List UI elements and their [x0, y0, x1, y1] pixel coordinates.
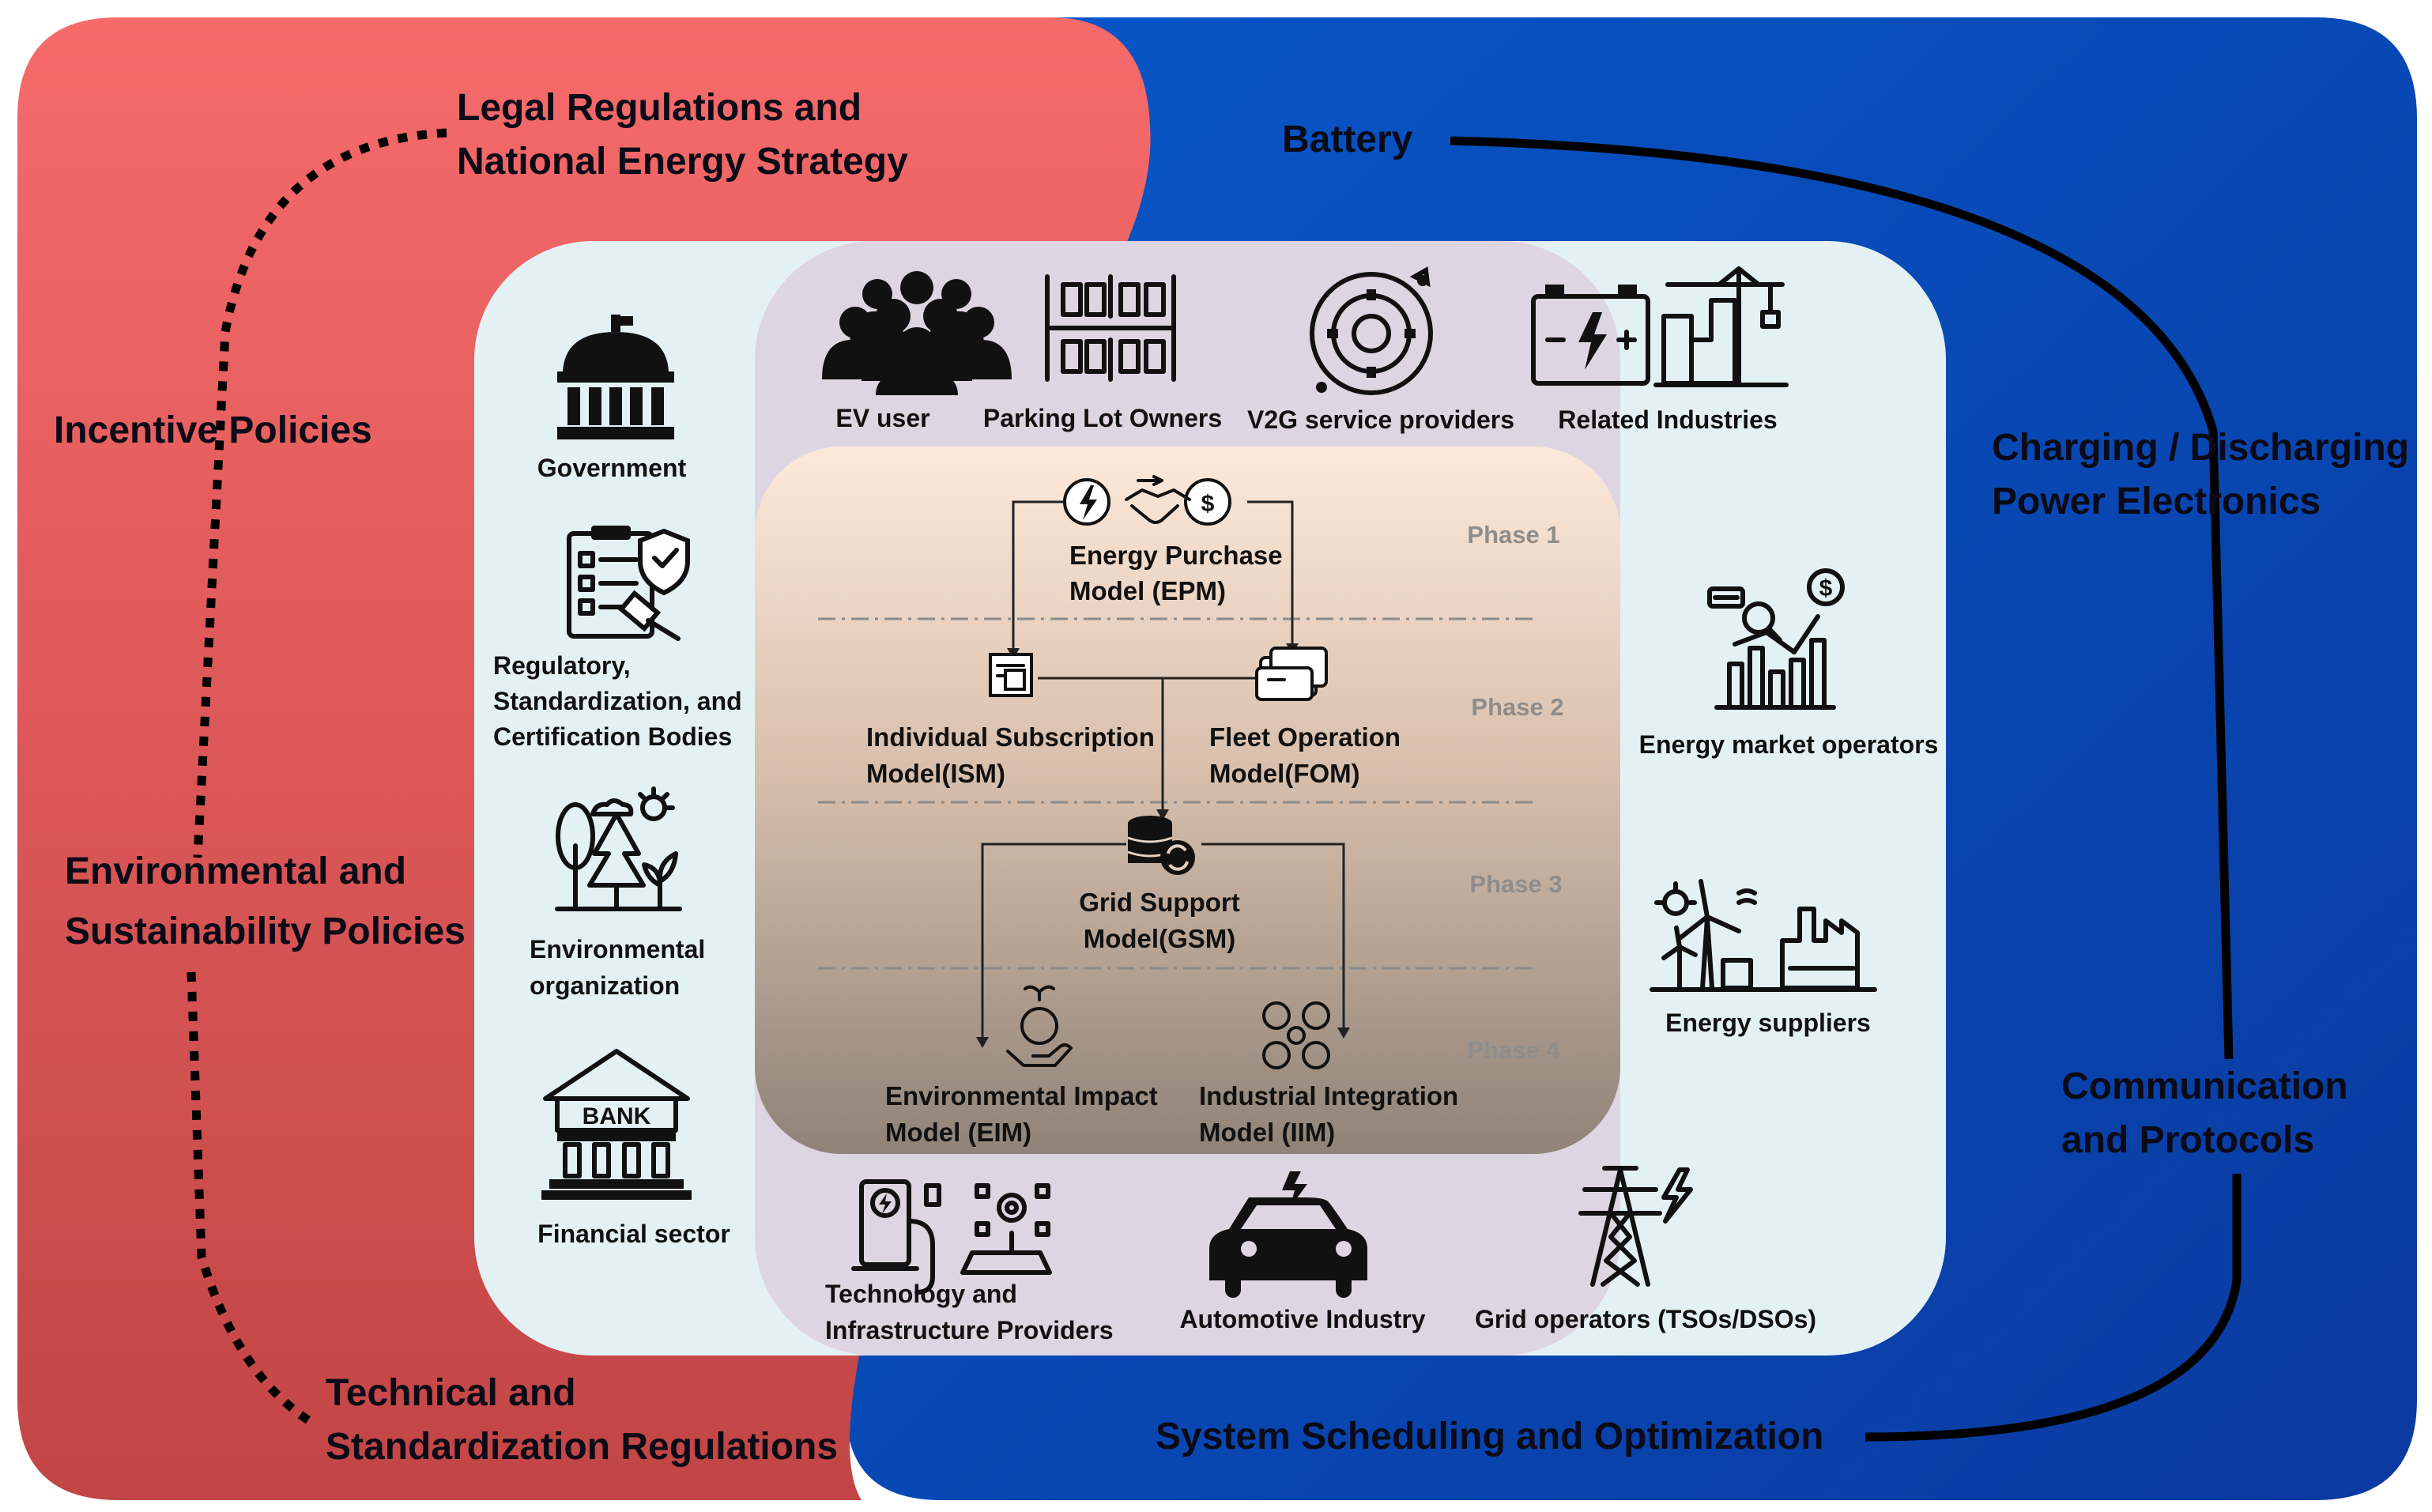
- battery-factory-icon: [1531, 266, 1789, 387]
- charging-station-icon: [851, 1179, 1052, 1295]
- phase-4-label: Phase 4: [1467, 1036, 1560, 1064]
- policy-dotted-connector: [187, 128, 447, 1427]
- energy-market-operators-label: Energy market operators: [1639, 730, 1939, 759]
- financial-sector-label: Financial sector: [537, 1220, 730, 1248]
- svg-text:$: $: [1201, 491, 1215, 517]
- v2g-service-providers-label: V2G service providers: [1247, 405, 1514, 434]
- incentive-policies-label: Incentive Policies: [54, 409, 372, 451]
- ev-user-label: EV user: [835, 404, 929, 432]
- bank-icon: BANK: [541, 1049, 692, 1200]
- svg-text:$: $: [1819, 575, 1833, 601]
- phase-3-label: Phase 3: [1469, 870, 1562, 898]
- business-model-core: [755, 447, 1620, 1154]
- battery-label: Battery: [1282, 119, 1413, 160]
- energy-handshake-dollar-icon: $: [1063, 475, 1231, 526]
- parking-lot-owners-label: Parking Lot Owners: [983, 404, 1222, 432]
- trees-icon: [555, 786, 682, 911]
- wind-factory-icon: [1650, 879, 1877, 992]
- electric-car-icon: [1209, 1171, 1367, 1298]
- tech-solid-connector: [1450, 136, 2242, 1442]
- market-chart-icon: $: [1707, 568, 1845, 710]
- industrial-integration-icon: [1262, 1001, 1330, 1069]
- government-building-icon: [557, 315, 674, 439]
- checklist-gavel-icon: [567, 526, 690, 641]
- phase-1-label: Phase 1: [1467, 521, 1559, 549]
- power-tower-icon: [1578, 1166, 1693, 1287]
- parking-lot-icon: [1045, 274, 1176, 382]
- phase-dividers: [818, 617, 1533, 970]
- people-group-icon: [822, 271, 1012, 395]
- phase-2-label: Phase 2: [1471, 693, 1563, 721]
- scheduling-label: System Scheduling and Optimization: [1156, 1416, 1823, 1457]
- government-label: Government: [537, 454, 687, 482]
- plant-hand-icon: [1006, 985, 1073, 1067]
- automotive-industry-label: Automotive Industry: [1179, 1305, 1425, 1333]
- flow-lines: [981, 500, 1345, 1042]
- fleet-vehicles-icon: [1255, 647, 1328, 701]
- grid-operators-label: Grid operators (TSOs/DSOs): [1475, 1305, 1816, 1333]
- gear-cycle-icon: [1310, 266, 1433, 395]
- svg-text:BANK: BANK: [583, 1103, 651, 1129]
- energy-suppliers-label: Energy suppliers: [1665, 1009, 1871, 1037]
- related-industries-label: Related Industries: [1558, 405, 1777, 434]
- subscription-document-icon: [989, 653, 1033, 697]
- database-sync-icon: [1127, 816, 1195, 875]
